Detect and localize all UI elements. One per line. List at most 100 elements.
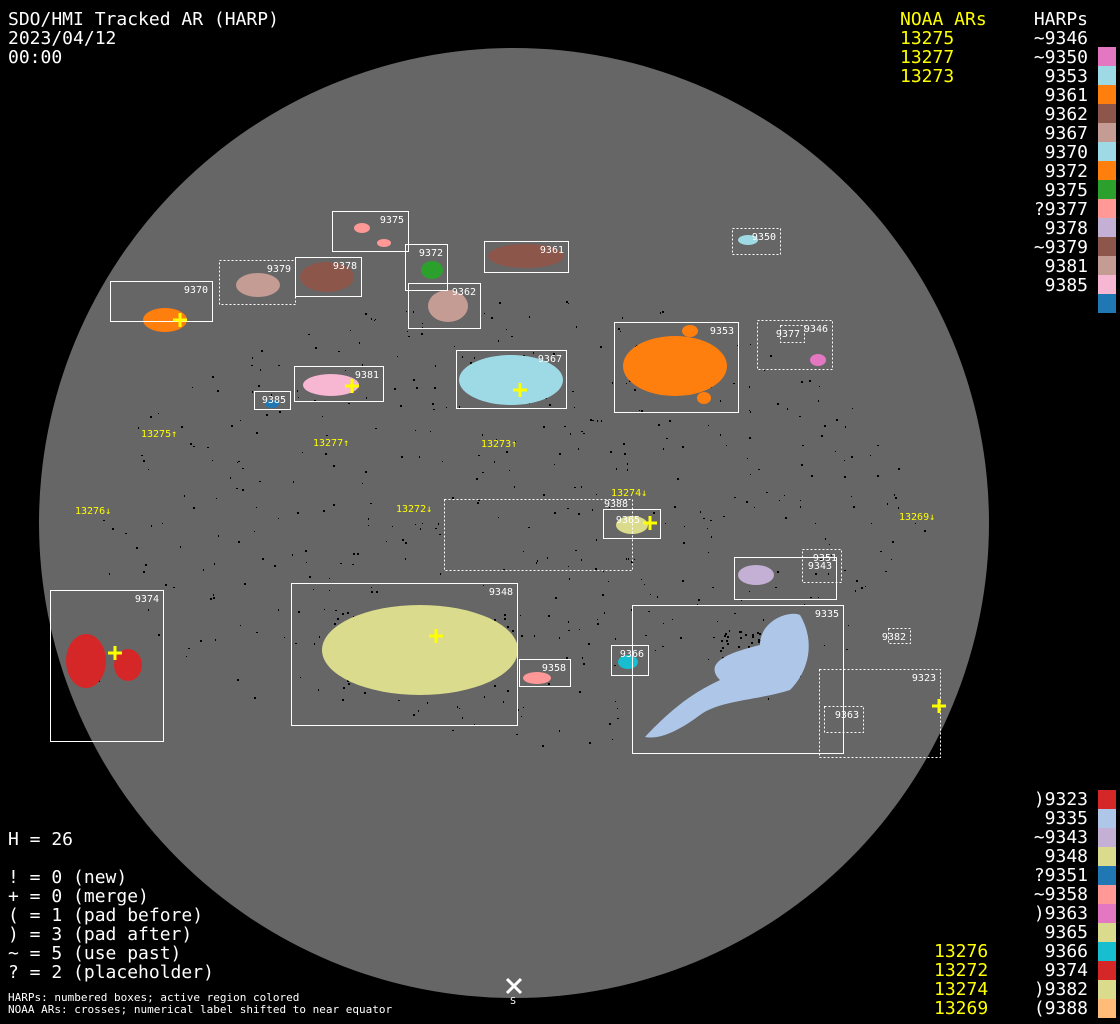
harp-box-9362 [408, 283, 481, 329]
noaa-label: 13269↓ [899, 512, 935, 523]
active-region-9370 [143, 308, 187, 332]
harps-header: HARPs [1033, 9, 1088, 30]
stat-line: ? = 2 (placeholder) [8, 962, 214, 983]
harp-legend-item: 9348 [1044, 846, 1088, 867]
active-region-9372 [421, 261, 443, 279]
harp-label: 9367 [538, 354, 562, 365]
noaa-item: 13275 [900, 28, 955, 49]
harp-color-swatch [1098, 237, 1116, 256]
harp-label: 9353 [710, 326, 734, 337]
active-region-9385 [265, 400, 279, 408]
harp-label: 9372 [419, 248, 443, 259]
harp-label: 9378 [333, 261, 357, 272]
harp-color-swatch [1098, 275, 1116, 294]
harp-label: 9388 [604, 499, 628, 510]
active-region-9362 [428, 290, 468, 322]
active-region-9374 [66, 634, 106, 688]
harp-box-9358 [519, 659, 571, 687]
noaa-item: 13272 [934, 960, 989, 981]
harp-color-swatch [1098, 142, 1116, 161]
south-label: S [510, 996, 516, 1007]
noaa-cross [173, 313, 187, 327]
harps-legend-top: HARPs ~9346 ~9350 9353 9361 9362 9367 93… [1034, 10, 1088, 295]
harp-legend-item: 9335 [1044, 808, 1088, 829]
time: 00:00 [8, 47, 63, 68]
harp-label: 9379 [267, 264, 291, 275]
harp-box-9335 [632, 605, 844, 754]
harp-color-swatch [1098, 294, 1116, 313]
active-region-9361 [488, 244, 564, 268]
harp-label: 9366 [620, 649, 644, 660]
noaa-label: 13275↑ [141, 429, 177, 440]
harp-color-swatch [1098, 828, 1116, 847]
harp-box-9388 [603, 509, 661, 539]
harp-box-9381 [294, 366, 384, 402]
harp-color-swatch [1098, 180, 1116, 199]
harp-box-9378 [295, 257, 362, 297]
harp-legend-item: 9374 [1044, 960, 1088, 981]
harp-label: 9335 [815, 609, 839, 620]
south-marker: S [505, 977, 523, 1007]
harp-label: 9382 [882, 632, 906, 643]
harp-color-swatch [1098, 199, 1116, 218]
harp-legend-item: (9388 [1033, 998, 1088, 1019]
harp-color-swatch [1098, 66, 1116, 85]
harp-legend-item: 9372 [1044, 161, 1088, 182]
noaa-item: 13277 [900, 47, 955, 68]
active-region-9379 [236, 273, 280, 297]
stats-block: H = 26 ! = 0 (new) + = 0 (merge) ( = 1 (… [8, 830, 214, 982]
harp-box-9350 [732, 228, 781, 255]
harp-legend-item: 9378 [1044, 218, 1088, 239]
harp-legend-item: 9367 [1044, 123, 1088, 144]
harp-color-swatch [1098, 847, 1116, 866]
harp-box-9353 [614, 322, 739, 413]
harp-legend-item: 9375 [1044, 180, 1088, 201]
active-region-9374 [114, 649, 142, 681]
noaa-cross [932, 699, 946, 713]
plot-title-block: SDO/HMI Tracked AR (HARP) 2023/04/12 00:… [8, 10, 279, 67]
active-region-9348 [322, 605, 518, 695]
active-region-9381 [303, 374, 359, 396]
footer-line: HARPs: numbered boxes; active region col… [8, 991, 300, 1004]
noaa-header: NOAA ARs [900, 9, 987, 30]
harp-label: 9358 [542, 663, 566, 674]
noaa-cross [513, 383, 527, 397]
harp-legend-item: ?9351 [1033, 865, 1088, 886]
noaa-cross [643, 516, 657, 530]
harp-color-swatch [1098, 790, 1116, 809]
stat-line: + = 0 (merge) [8, 886, 149, 907]
harp-color-swatch [1098, 961, 1116, 980]
harp-legend-item: )9382 [1033, 979, 1088, 1000]
harp-label: 9363 [835, 710, 859, 721]
harp-color-swatch [1098, 942, 1116, 961]
harp-legend-item: 9366 [1044, 941, 1088, 962]
noaa-item: 13274 [934, 979, 989, 1000]
active-region-9335 [645, 613, 809, 738]
footer-line: NOAA ARs: crosses; numerical label shift… [8, 1003, 393, 1016]
stat-line: ~ = 5 (use past) [8, 943, 182, 964]
harp-color-swatch [1098, 999, 1116, 1018]
harp-legend-item: )9363 [1033, 903, 1088, 924]
stat-line: ! = 0 (new) [8, 867, 128, 888]
active-region-9375 [377, 239, 391, 247]
active-region-9346 [810, 354, 826, 366]
harp-box-9374 [50, 590, 164, 742]
active-region-9358 [523, 672, 551, 684]
harp-label: 9365 [616, 515, 640, 526]
harp-label: 9343 [808, 561, 832, 572]
active-region-9353 [682, 325, 698, 337]
harp-legend-item: 9365 [1044, 922, 1088, 943]
harp-label: 9323 [912, 673, 936, 684]
active-region-9375 [354, 223, 370, 233]
harp-label: 9348 [489, 587, 513, 598]
harp-count: H = 26 [8, 829, 74, 850]
harp-legend-item: 9362 [1044, 104, 1088, 125]
title: SDO/HMI Tracked AR (HARP) [8, 9, 279, 30]
active-region-9367 [459, 355, 563, 405]
noaa-cross [429, 629, 443, 643]
harp-label: 9350 [752, 232, 776, 243]
noaa-legend-bottom: 13276 13272 13274 13269 [934, 942, 988, 1018]
harp-box-9363 [824, 706, 864, 733]
harp-color-swatch [1098, 866, 1116, 885]
